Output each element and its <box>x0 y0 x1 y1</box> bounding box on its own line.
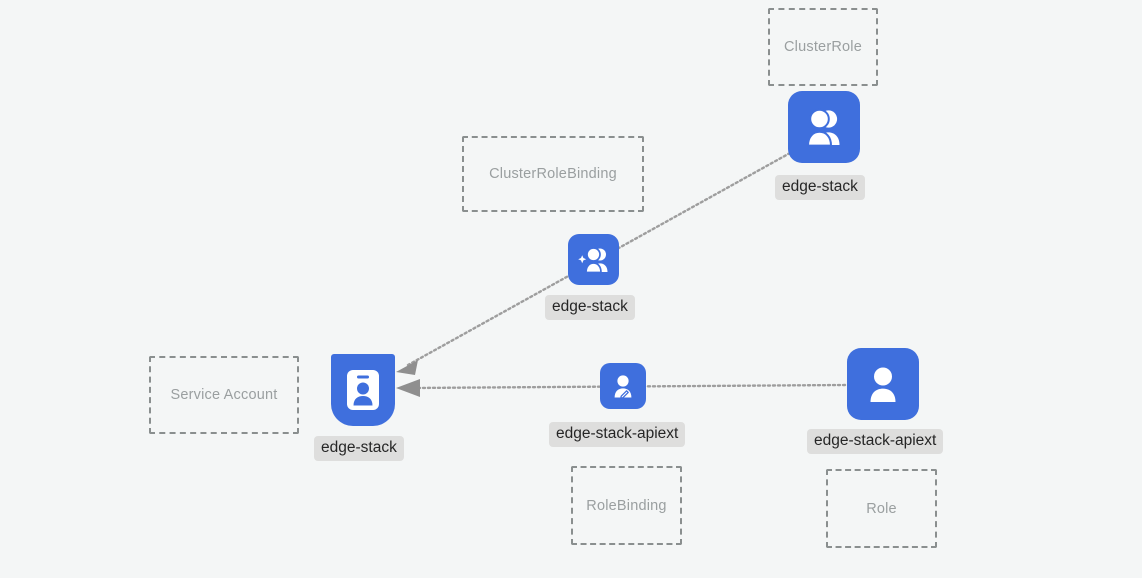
group-add-icon-glyph <box>577 246 607 273</box>
id-badge-icon-glyph <box>347 370 379 410</box>
kind-box-rolebinding: RoleBinding <box>571 466 682 545</box>
node-label: edge-stack <box>314 436 404 461</box>
kind-box-label: ClusterRole <box>784 39 862 55</box>
person-edit-icon-glyph <box>614 375 632 399</box>
node-label: edge-stack <box>775 175 865 200</box>
kind-box-service-account: Service Account <box>149 356 299 434</box>
kind-box-clusterrole: ClusterRole <box>768 8 878 86</box>
kind-box-label: RoleBinding <box>586 497 667 514</box>
group-icon-glyph <box>806 108 840 147</box>
person-icon[interactable] <box>847 348 919 420</box>
kind-box-role: Role <box>826 469 937 548</box>
kind-box-label: Role <box>866 500 897 517</box>
node-label: edge-stack-apiext <box>549 422 686 447</box>
node-label: edge-stack-apiext <box>807 429 944 454</box>
group-icon[interactable] <box>788 91 860 163</box>
kind-box-label: Service Account <box>170 387 278 403</box>
kind-box-label: ClusterRoleBinding <box>489 166 617 182</box>
node-label: edge-stack <box>545 295 635 320</box>
group-add-icon[interactable] <box>568 234 619 285</box>
person-edit-icon[interactable] <box>600 363 646 409</box>
id-badge-icon[interactable] <box>331 354 395 426</box>
person-icon-glyph <box>870 367 896 402</box>
kind-box-clusterrolebinding: ClusterRoleBinding <box>462 136 644 212</box>
